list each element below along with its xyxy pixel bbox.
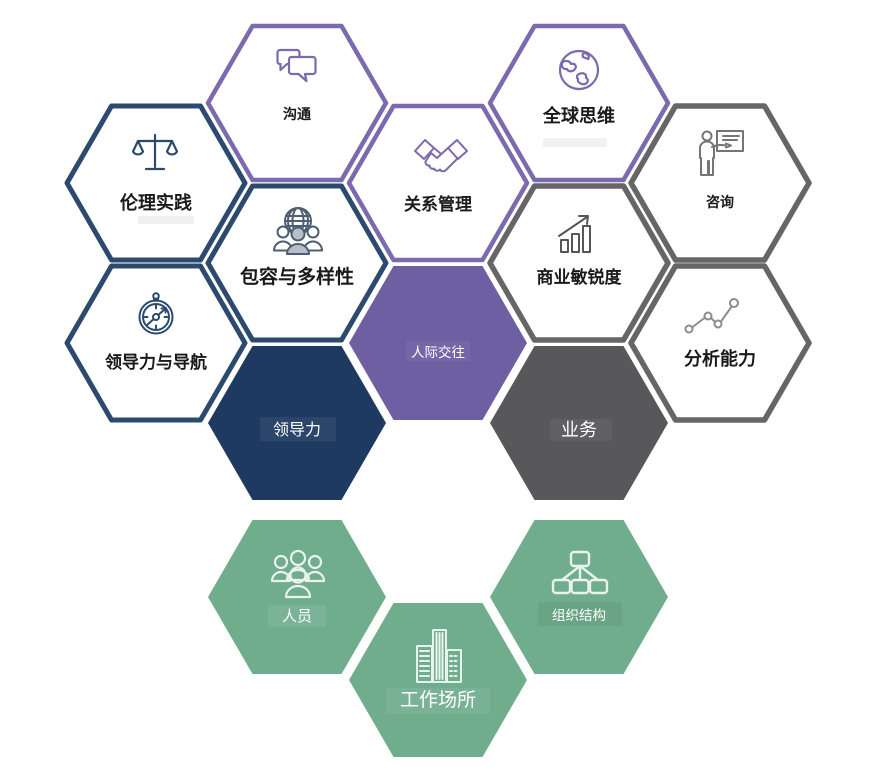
hex-shape: [487, 23, 671, 183]
hex-global-mindset-label: 全球思维: [542, 105, 615, 126]
label-patch: [268, 605, 326, 627]
hex-relationship-management-label: 关系管理: [404, 194, 472, 214]
smudge: [138, 216, 194, 224]
hex-workplace: 工作场所: [349, 603, 527, 757]
hex-relationship-management: 关系管理: [346, 103, 530, 263]
hex-business-acumen-label: 商业敏锐度: [537, 267, 623, 287]
hex-shape: [487, 183, 671, 343]
label-patch: [386, 688, 490, 714]
hex-leadership: 领导力: [208, 346, 386, 500]
compass-icon: [138, 292, 174, 335]
hex-leadership-navigation-label: 领导力与导航: [105, 352, 207, 372]
hex-shape: [346, 103, 530, 263]
hex-organization-label: 组织结构: [552, 608, 606, 623]
people-globe-icon: [273, 207, 323, 255]
scales-icon: [131, 133, 179, 171]
label-patch: [538, 602, 622, 626]
hex-shape: [205, 23, 389, 183]
hex-global-mindset: 全球思维: [487, 23, 671, 183]
hex-inclusion-diversity: 包容与多样性: [205, 183, 389, 343]
hex-communication-label: 沟通: [283, 106, 311, 122]
hex-business-acumen: 商业敏锐度: [487, 183, 671, 343]
hex-shape: [628, 263, 812, 423]
hex-shape: [208, 346, 386, 500]
hex-shape: [205, 183, 389, 343]
presenter-icon: [699, 130, 744, 176]
hex-leadership-label: 领导力: [273, 421, 321, 439]
hex-analytical-aptitude: 分析能力: [628, 263, 812, 423]
hex-shape: [490, 520, 668, 674]
buildings-icon: [416, 629, 462, 683]
label-patch: [260, 417, 336, 441]
hex-ethical-practice-label: 伦理实践: [120, 192, 192, 213]
label-patch: [406, 341, 470, 361]
hex-ethical-practice: 伦理实践: [64, 103, 248, 263]
hex-interpersonal: 人际交往: [349, 266, 527, 420]
handshake-icon: [414, 139, 468, 173]
bar-chart-icon: [558, 215, 591, 253]
hex-shape: [490, 346, 668, 500]
hex-shape: [64, 103, 248, 263]
hex-consultation-label: 咨询: [706, 194, 734, 210]
hex-business-label: 业务: [561, 420, 597, 440]
hex-people-label: 人员: [282, 608, 312, 625]
hex-people: 人员: [208, 520, 386, 674]
hex-organization: 组织结构: [490, 520, 668, 674]
hex-shape: [349, 603, 527, 757]
hex-business: 业务: [490, 346, 668, 500]
hex-analytical-aptitude-label: 分析能力: [684, 348, 756, 369]
label-patch: [550, 419, 612, 441]
org-chart-icon: [551, 550, 609, 595]
hex-shape: [64, 263, 248, 423]
speech-bubbles-icon: [276, 48, 317, 83]
hex-workplace-label: 工作场所: [400, 689, 476, 711]
globe-icon: [558, 49, 600, 91]
hex-shape: [349, 266, 527, 420]
smudge: [543, 138, 607, 147]
hex-leadership-navigation: 领导力与导航: [64, 263, 248, 423]
hex-inclusion-diversity-label: 包容与多样性: [240, 265, 354, 288]
hex-interpersonal-label: 人际交往: [411, 344, 465, 360]
hex-communication: 沟通: [205, 23, 389, 183]
line-chart-icon: [684, 298, 739, 334]
hex-consultation: 咨询: [628, 103, 812, 263]
people-group-icon: [270, 549, 326, 599]
hex-shape: [628, 103, 812, 263]
